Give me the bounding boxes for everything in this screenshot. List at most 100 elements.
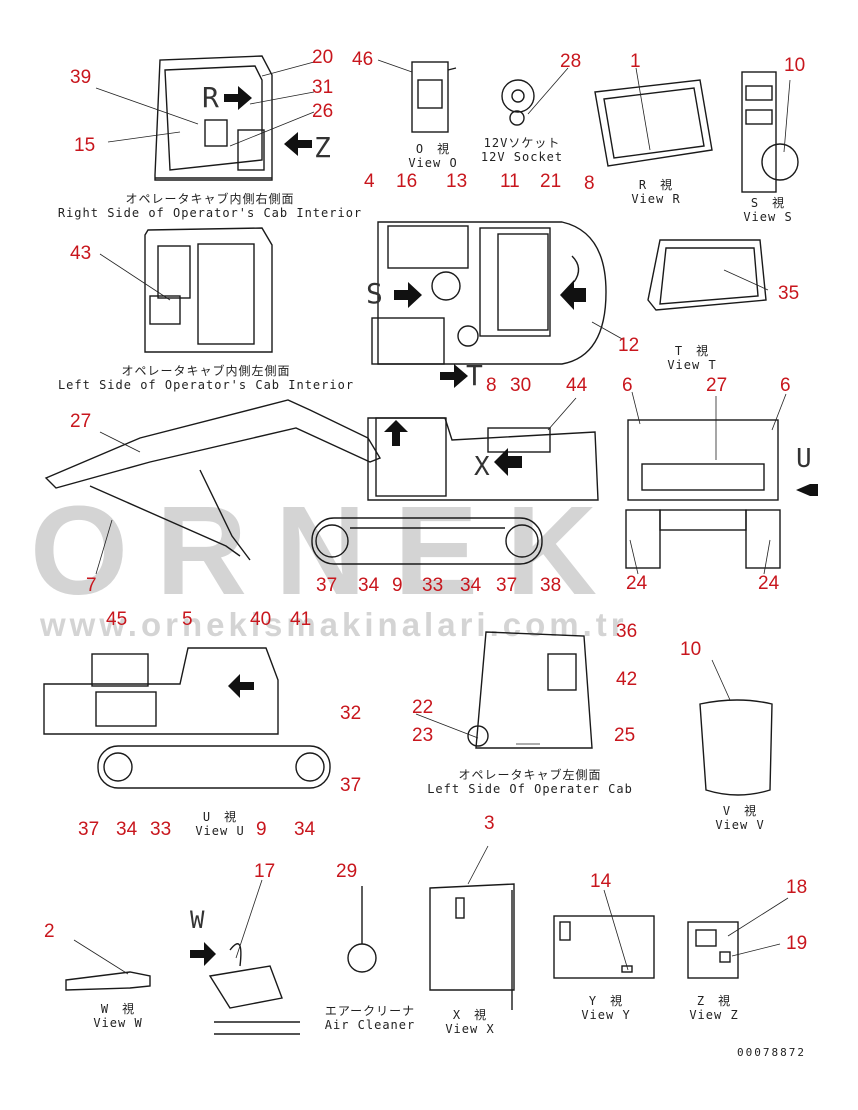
- arrow-x: [494, 448, 522, 476]
- callout-37c: 37: [340, 775, 362, 796]
- arrow-w: [190, 942, 216, 966]
- arrow-u: [384, 420, 408, 446]
- callout-13: 13: [446, 171, 468, 192]
- callout-11: 11: [500, 171, 520, 192]
- callout-26: 26: [312, 101, 334, 122]
- view-letter-u: U: [796, 444, 812, 474]
- cab-left-interior: [144, 227, 273, 353]
- callout-3: 3: [484, 813, 495, 834]
- arrow-5: [228, 674, 254, 698]
- callout-32: 32: [340, 703, 362, 724]
- callout-18: 18: [786, 877, 808, 898]
- callout-40: 40: [250, 609, 272, 630]
- view-letter-r: R: [202, 81, 219, 114]
- callout-44: 44: [566, 375, 588, 396]
- arrow-rear-u: [796, 484, 818, 496]
- view-v-drawing: [699, 699, 773, 796]
- callout-6a: 6: [622, 375, 633, 396]
- callout-2: 2: [44, 921, 55, 942]
- callout-43: 43: [70, 243, 92, 264]
- arrow-plan-right: [560, 280, 586, 310]
- callout-34c: 34: [116, 819, 138, 840]
- callout-15: 15: [74, 135, 96, 156]
- cab-right-interior: [154, 55, 273, 181]
- arrow-t: [440, 364, 468, 388]
- callout-27a: 27: [706, 375, 728, 396]
- view-letter-x: X: [474, 452, 490, 482]
- callout-33b: 33: [150, 819, 172, 840]
- callout-23: 23: [412, 725, 434, 746]
- callout-36: 36: [616, 621, 638, 642]
- callout-19: 19: [786, 933, 808, 954]
- callout-42: 42: [616, 669, 638, 690]
- view-w-drawing: [65, 971, 151, 991]
- view-z-drawing: [687, 921, 739, 979]
- callout-22: 22: [412, 697, 434, 718]
- view-letter-w: W: [190, 906, 205, 934]
- callout-10b: 10: [680, 639, 702, 660]
- callout-35: 35: [778, 283, 800, 304]
- document-id: 00078872: [737, 1046, 806, 1059]
- callout-21: 21: [540, 171, 562, 192]
- seat-drawing: [208, 943, 300, 1035]
- callout-6b: 6: [780, 375, 791, 396]
- rear-view-drawing: [625, 419, 781, 569]
- callout-24b: 24: [758, 573, 780, 594]
- callout-34d: 34: [294, 819, 316, 840]
- callout-9a: 9: [392, 575, 403, 596]
- excavator-right-drawing: [43, 647, 331, 789]
- excavator-side-drawing: [44, 399, 599, 565]
- callout-30: 30: [510, 375, 532, 396]
- callout-8a: 8: [584, 173, 595, 194]
- callout-16: 16: [396, 171, 418, 192]
- socket-drawing: [501, 79, 535, 126]
- view-letter-z: Z: [314, 131, 331, 164]
- callout-25: 25: [614, 725, 636, 746]
- callout-37a: 37: [316, 575, 338, 596]
- callout-37b: 37: [496, 575, 518, 596]
- view-o-drawing: [411, 61, 457, 133]
- callout-39: 39: [70, 67, 92, 88]
- leader-lines: [73, 59, 791, 975]
- view-t-drawing: [647, 239, 767, 311]
- view-x-drawing: [429, 883, 515, 1010]
- callout-46: 46: [352, 49, 374, 70]
- callout-27b: 27: [70, 411, 92, 432]
- callout-31: 31: [312, 77, 334, 98]
- callout-7: 7: [86, 575, 97, 596]
- callout-33a: 33: [422, 575, 444, 596]
- callout-28: 28: [560, 51, 582, 72]
- callout-38: 38: [540, 575, 562, 596]
- cab-left-exterior: [467, 631, 593, 749]
- callout-20: 20: [312, 47, 334, 68]
- callout-12: 12: [618, 335, 640, 356]
- callout-41: 41: [290, 609, 312, 630]
- callout-29: 29: [336, 861, 358, 882]
- view-y-drawing: [553, 915, 655, 979]
- callout-14: 14: [590, 871, 612, 892]
- view-r-drawing: [594, 79, 713, 167]
- arrow-r: [224, 86, 252, 110]
- callout-34b: 34: [460, 575, 482, 596]
- callout-37d: 37: [78, 819, 100, 840]
- callout-24a: 24: [626, 573, 648, 594]
- watermark-url: www.ornekismakinalari.com.tr: [40, 606, 628, 643]
- arrow-s: [394, 282, 422, 308]
- callout-9b: 9: [256, 819, 267, 840]
